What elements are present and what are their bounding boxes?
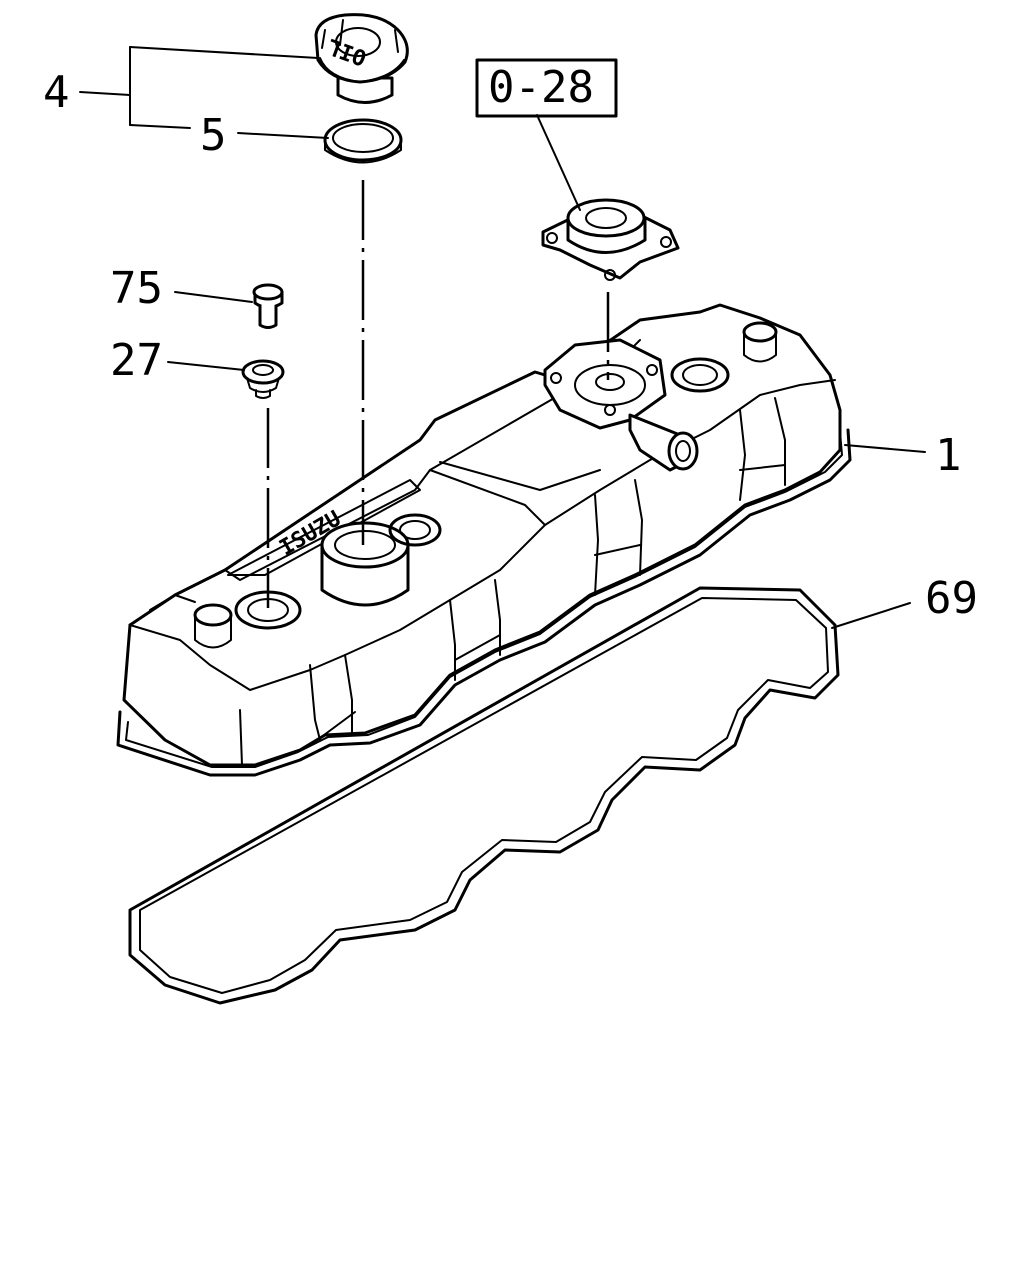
reference-box-028: 0-28	[475, 58, 618, 118]
valve-cover-1: ISUZU	[116, 303, 852, 777]
o-ring-5	[323, 118, 403, 164]
callout-4: 4	[43, 67, 70, 118]
oil-filler-cap-4: OIL	[314, 13, 409, 104]
breather-cap-028	[541, 198, 680, 281]
bolt-75	[252, 283, 284, 329]
washer-27	[241, 359, 285, 399]
ref-label-028: 0-28	[488, 62, 594, 113]
leader-lines	[79, 46, 926, 629]
callout-69: 69	[925, 573, 978, 624]
assembly-lines	[266, 180, 610, 608]
gasket-69	[128, 586, 840, 1005]
callout-27: 27	[110, 335, 163, 386]
callout-75: 75	[110, 263, 163, 314]
callout-labels: 4 5 75 27 1 69	[43, 67, 978, 624]
callout-1: 1	[935, 430, 962, 481]
callout-5: 5	[200, 110, 227, 161]
